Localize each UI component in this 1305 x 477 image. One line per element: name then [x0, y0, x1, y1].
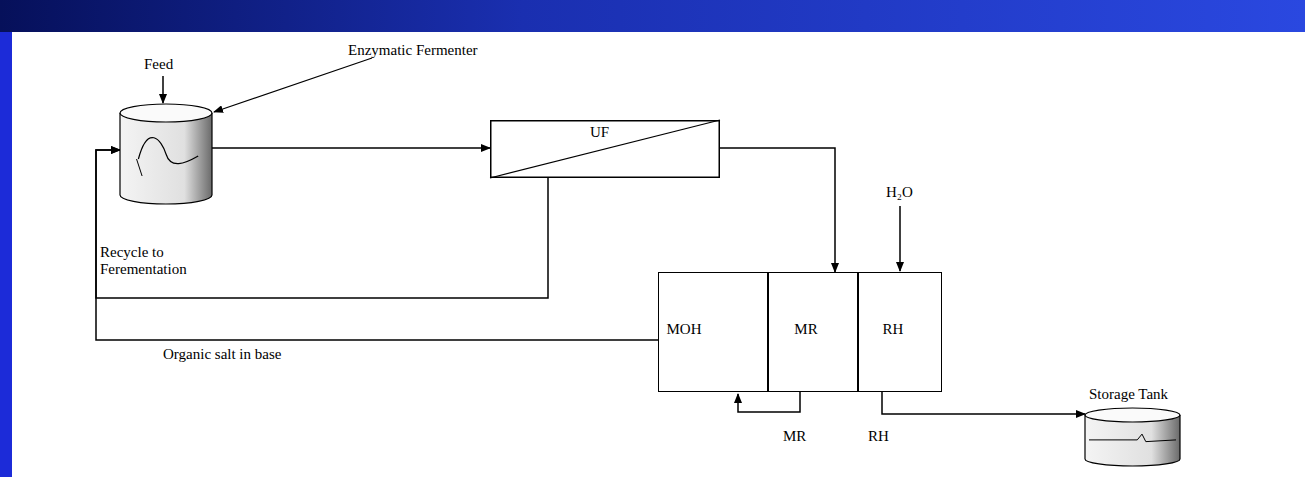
node-label: MR — [794, 321, 817, 338]
node-caption: Enzymatic Fermenter — [348, 42, 478, 59]
water-label: H₂O — [886, 184, 913, 201]
node-label: UF — [590, 124, 609, 141]
leader-line — [214, 58, 372, 112]
ultrafiltration-unit: UF — [490, 120, 720, 178]
recirculation-loop — [738, 392, 800, 412]
node-label: RH — [883, 321, 904, 338]
title-band — [0, 0, 1305, 32]
acid-compartment: RH — [858, 272, 942, 392]
feed-label: Feed — [144, 56, 173, 73]
storage-tank: Storage Tank — [1085, 408, 1180, 466]
salt-compartment: MR — [768, 272, 858, 392]
flow-line — [882, 392, 1085, 414]
water-arrow — [899, 206, 901, 271]
flow-line — [720, 148, 835, 272]
flow-label: Organic salt in base — [163, 346, 281, 363]
base-compartment: MOH — [658, 272, 768, 392]
feed-arrow — [162, 76, 164, 103]
flow-label: Recycle to Ferementation — [100, 244, 215, 279]
node-label: MOH — [666, 321, 701, 338]
flow-line — [212, 147, 490, 149]
product-label: RH — [868, 428, 889, 445]
node-caption: Storage Tank — [1089, 386, 1168, 403]
fermenter-outline — [120, 104, 212, 204]
stream-label: MR — [783, 428, 806, 445]
fermenter-vessel: Enzymatic Fermenter — [120, 104, 212, 204]
tank-outline — [1085, 408, 1180, 466]
